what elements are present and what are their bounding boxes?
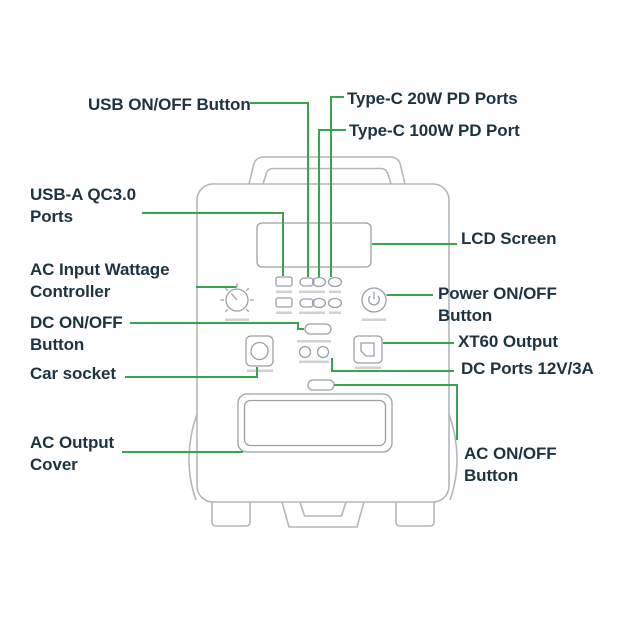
- callout-dc-on-off: [130, 322, 304, 330]
- label-dc-on-off-button: DC ON/OFF Button: [30, 313, 123, 354]
- lcd-screen-shape: [256, 222, 372, 268]
- label-ac-output-cover: AC Output Cover: [30, 433, 115, 474]
- tiny-caption-bar: [355, 366, 381, 369]
- tiny-caption-bar: [299, 360, 329, 363]
- callout-usb-a: [142, 212, 284, 276]
- handle-outer: [248, 156, 406, 185]
- ac-output-cover-shape: [237, 393, 393, 453]
- callout-usb-on-off: [250, 102, 309, 277]
- dc-on-off-button-shape: [304, 323, 332, 335]
- power-button-shape: [361, 287, 387, 313]
- front-panel: [220, 222, 393, 453]
- ac-on-off-button-shape: [307, 379, 335, 391]
- tiny-caption-bar: [313, 311, 325, 314]
- label-ac-on-off-button: AC ON/OFF Button: [464, 444, 557, 485]
- type-c-port: [327, 297, 343, 309]
- tiny-caption-bar: [329, 290, 341, 293]
- label-car-socket: Car socket: [30, 364, 116, 383]
- handle-inner: [262, 167, 392, 185]
- callout-type-c-100w: [318, 129, 346, 277]
- label-power-on-off-button: Power ON/OFF Button: [438, 284, 557, 325]
- type-c-port: [311, 297, 327, 309]
- callout-car-socket: [125, 367, 258, 378]
- tiny-caption-bar: [362, 318, 386, 321]
- usb-on-off-button-shape: [299, 277, 315, 287]
- type-c-100w-port: [311, 276, 327, 288]
- right-foot: [395, 502, 435, 527]
- tiny-caption-bar: [247, 369, 273, 372]
- car-socket-shape: [245, 335, 274, 367]
- tiny-caption-bar: [276, 290, 292, 293]
- callout-type-c-20w: [330, 96, 344, 277]
- left-foot: [211, 502, 251, 527]
- right-fender: [448, 413, 458, 501]
- tiny-caption-bar: [225, 318, 249, 321]
- type-c-20w-port: [327, 276, 343, 288]
- xt60-port-shape: [353, 335, 383, 364]
- panel-caption-marks: [225, 290, 386, 372]
- power-icon: [368, 295, 380, 306]
- tiny-caption-bar: [313, 290, 325, 293]
- callout-lines: [122, 96, 458, 453]
- dc-port: [316, 345, 330, 359]
- label-lcd-screen: LCD Screen: [461, 229, 557, 248]
- label-usb-a-ports: USB-A QC3.0 Ports: [30, 185, 136, 226]
- ac-input-knob: [220, 283, 254, 313]
- dc-port: [298, 345, 312, 359]
- label-usb-on-off-button: USB ON/OFF Button: [88, 95, 251, 114]
- bottom-bracket: [281, 501, 365, 528]
- usb-a-port: [275, 276, 293, 287]
- callout-dc-ports: [331, 358, 454, 372]
- bottom-bracket-inner: [299, 501, 347, 517]
- tiny-caption-bar: [299, 290, 315, 293]
- tiny-caption-bar: [276, 311, 292, 314]
- usb-a-port: [275, 297, 293, 308]
- callout-ac-on-off: [334, 384, 458, 440]
- label-dc-ports: DC Ports 12V/3A: [461, 359, 594, 378]
- tiny-caption-bar: [299, 311, 315, 314]
- label-xt60-output: XT60 Output: [458, 332, 558, 351]
- left-fender: [188, 413, 198, 501]
- tiny-caption-bar: [297, 340, 331, 343]
- label-type-c-20w-ports: Type-C 20W PD Ports: [347, 89, 518, 108]
- label-ac-input-wattage-controller: AC Input Wattage Controller: [30, 260, 170, 301]
- tiny-caption-bar: [329, 311, 341, 314]
- label-type-c-100w-port: Type-C 100W PD Port: [349, 121, 520, 140]
- usb-a-port: [299, 298, 315, 308]
